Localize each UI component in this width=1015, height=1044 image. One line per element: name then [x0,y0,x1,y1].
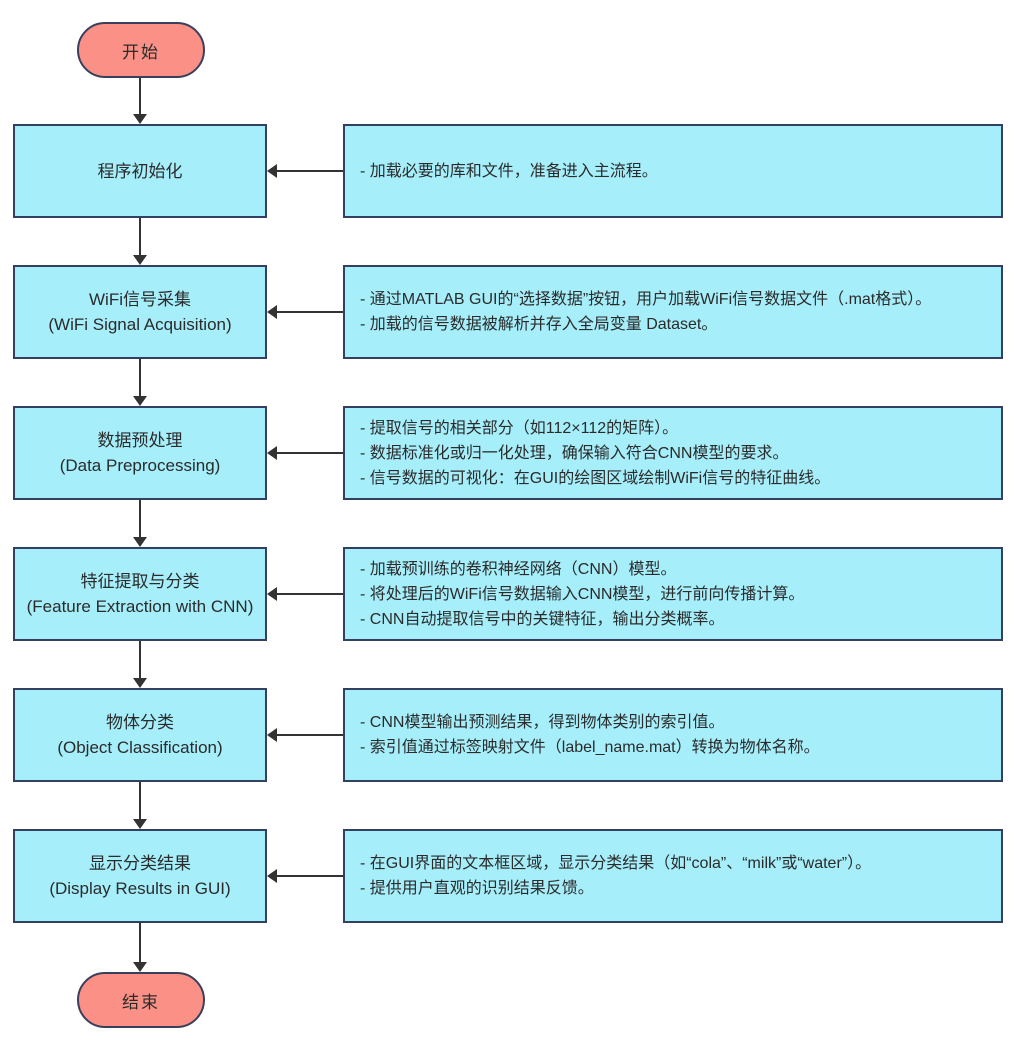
step-subtitle: (Object Classification) [57,738,223,757]
note-line: - 信号数据的可视化：在GUI的绘图区域绘制WiFi信号的特征曲线。 [360,469,831,487]
note-box-step-5: - CNN模型输出预测结果，得到物体类别的索引值。 - 索引值通过标签映射文件（… [343,688,1003,782]
note-box-step-1: - 加载必要的库和文件，准备进入主流程。 [343,124,1003,218]
note-line: - 加载必要的库和文件，准备进入主流程。 [360,162,658,180]
arrow-note2-to-step2 [267,305,343,319]
step-subtitle: (WiFi Signal Acquisition) [48,315,232,334]
step-subtitle: (Display Results in GUI) [49,879,231,898]
step-title: 物体分类 [106,713,174,732]
arrow-step5-to-step6 [133,782,147,829]
start-label: 开始 [122,42,160,62]
arrow-note3-to-step3 [267,446,343,460]
arrow-note4-to-step4 [267,587,343,601]
note-box-step-2: - 通过MATLAB GUI的“选择数据”按钮，用户加载WiFi信号数据文件（.… [343,265,1003,359]
process-step-5-object-classification: 物体分类 (Object Classification) [13,688,267,782]
process-step-3-preprocessing: 数据预处理 (Data Preprocessing) [13,406,267,500]
arrow-note1-to-step1 [267,164,343,178]
step-title: WiFi信号采集 [89,290,191,309]
arrow-start-to-step1 [133,78,147,124]
process-step-4-feature-extraction: 特征提取与分类 (Feature Extraction with CNN) [13,547,267,641]
process-step-1-init: 程序初始化 [13,124,267,218]
note-line: - 提供用户直观的识别结果反馈。 [360,880,594,897]
note-line: - 在GUI界面的文本框区域，显示分类结果（如“cola”、“milk”或“wa… [360,855,872,872]
end-label: 结束 [122,992,160,1012]
note-line: - 索引值通过标签映射文件（label_name.mat）转换为物体名称。 [360,739,820,756]
arrow-step3-to-step4 [133,500,147,547]
note-line: - CNN自动提取信号中的关键特征，输出分类概率。 [360,610,725,628]
step-title: 数据预处理 [97,431,183,450]
arrow-step6-to-end [133,923,147,972]
start-node: 开始 [77,22,205,78]
note-line: - CNN模型输出预测结果，得到物体类别的索引值。 [360,714,725,731]
note-line: - 加载的信号数据被解析并存入全局变量 Dataset。 [360,316,718,333]
note-line: - 将处理后的WiFi信号数据输入CNN模型，进行前向传播计算。 [360,585,805,603]
process-step-6-display-results: 显示分类结果 (Display Results in GUI) [13,829,267,923]
end-node: 结束 [77,972,205,1028]
note-line: - 数据标准化或归一化处理，确保输入符合CNN模型的要求。 [360,444,789,462]
arrow-note6-to-step6 [267,869,343,883]
step-title: 程序初始化 [97,161,183,181]
note-box-step-6: - 在GUI界面的文本框区域，显示分类结果（如“cola”、“milk”或“wa… [343,829,1003,923]
note-line: - 加载预训练的卷积神经网络（CNN）模型。 [360,560,677,578]
arrow-step1-to-step2 [133,218,147,265]
step-subtitle: (Data Preprocessing) [59,456,221,475]
arrow-step4-to-step5 [133,641,147,688]
arrow-step2-to-step3 [133,359,147,406]
step-title: 特征提取与分类 [80,572,200,591]
note-line: - 提取信号的相关部分（如112×112的矩阵）。 [360,419,679,437]
note-line: - 通过MATLAB GUI的“选择数据”按钮，用户加载WiFi信号数据文件（.… [360,291,932,308]
note-box-step-4: - 加载预训练的卷积神经网络（CNN）模型。 - 将处理后的WiFi信号数据输入… [343,547,1003,641]
arrow-note5-to-step5 [267,728,343,742]
step-title: 显示分类结果 [89,854,191,873]
step-subtitle: (Feature Extraction with CNN) [26,597,254,616]
note-box-step-3: - 提取信号的相关部分（如112×112的矩阵）。 - 数据标准化或归一化处理，… [343,406,1003,500]
process-step-2-wifi-acquisition: WiFi信号采集 (WiFi Signal Acquisition) [13,265,267,359]
